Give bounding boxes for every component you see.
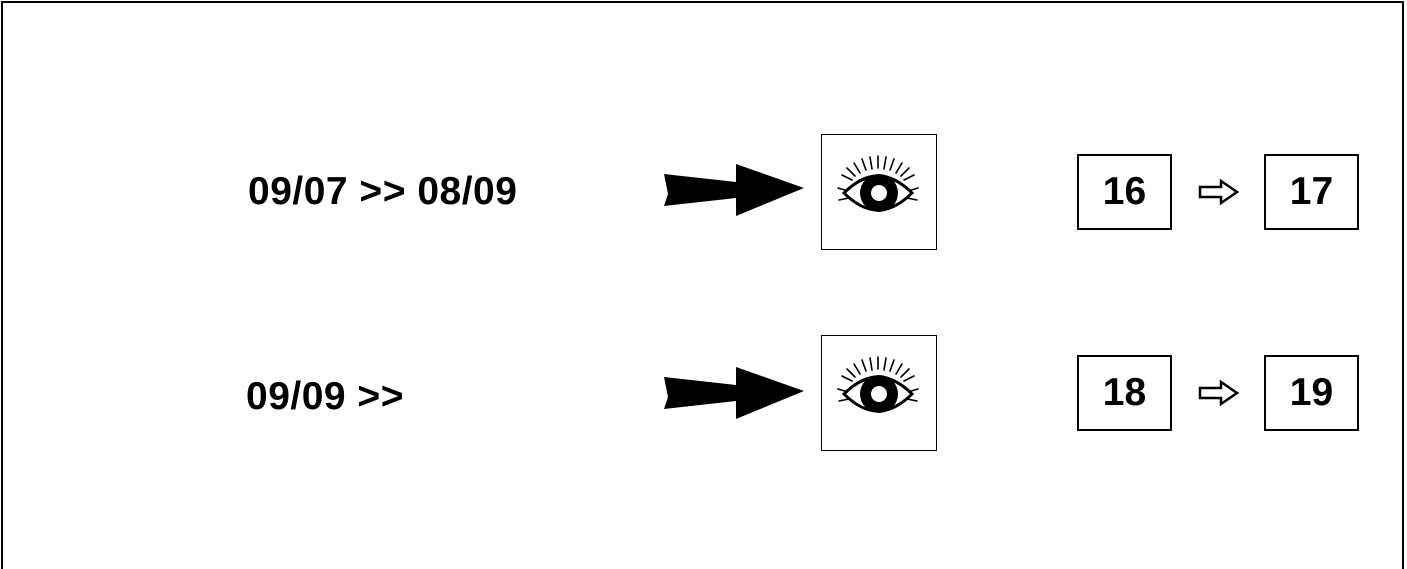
hollow-arrow-icon [1198, 379, 1240, 407]
number-box-to: 19 [1264, 355, 1359, 431]
schedule-row-1: 09/07 >> 08/09 [0, 134, 1407, 250]
date-range-label: 09/09 >> [246, 375, 404, 418]
date-range-label: 09/07 >> 08/09 [248, 170, 518, 213]
number-box-from: 16 [1077, 154, 1172, 230]
eye-icon [837, 155, 919, 212]
number-box-to: 17 [1264, 154, 1359, 230]
eye-icon [837, 356, 919, 413]
number-box-from: 18 [1077, 355, 1172, 431]
hollow-arrow-icon [1198, 178, 1240, 206]
right-arrow-icon [664, 164, 804, 216]
eye-icon-box [821, 335, 937, 451]
right-arrow-icon [664, 367, 804, 419]
schedule-row-2: 09/09 >> [0, 335, 1407, 451]
eye-icon-box [821, 134, 937, 250]
